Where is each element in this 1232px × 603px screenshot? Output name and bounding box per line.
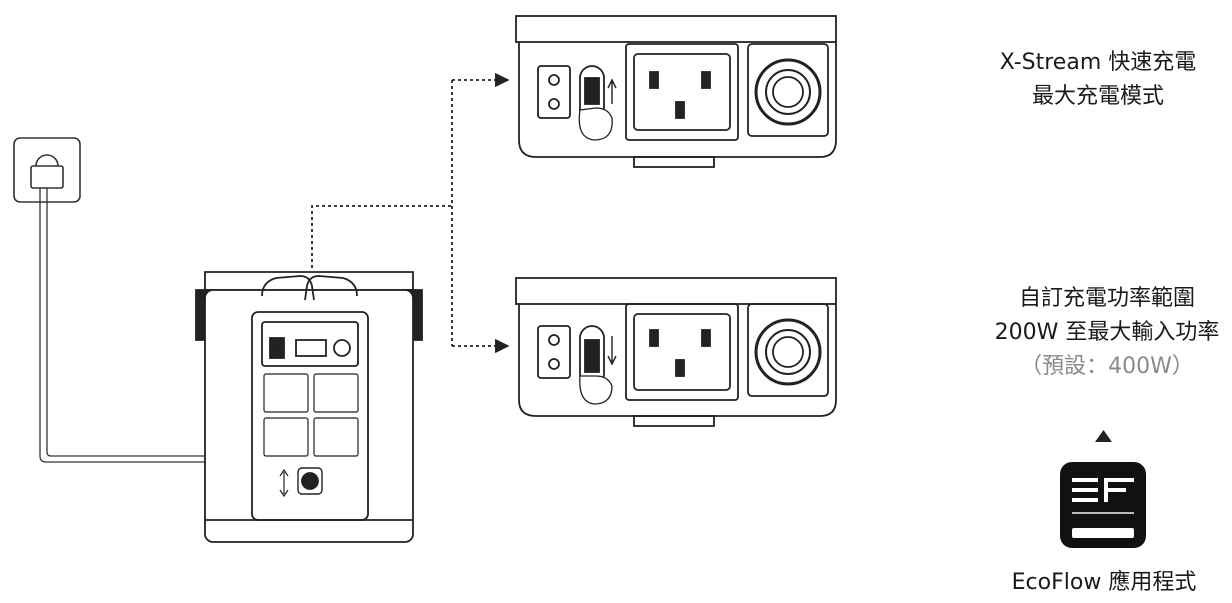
connector-lines [311,72,510,354]
mode-bottom-line3: （預設：400W） [1020,354,1194,379]
up-triangle-icon [1095,430,1112,442]
app-name-label: EcoFlow 應用程式 [1011,570,1197,595]
power-station [195,271,423,543]
input-panel-top [515,15,837,168]
mode-top-line2: 最大充電模式 [1031,84,1164,109]
mode-bottom-label: 自訂充電功率範圍 200W 至最大輸入功率 （預設：400W） [988,282,1226,384]
ecoflow-logo-icon [1060,462,1146,548]
power-cord [39,188,270,463]
mode-top-label: X-Stream 快速充電 最大充電模式 [978,46,1218,114]
mode-bottom-line2: 200W 至最大輸入功率 [994,320,1220,345]
mode-bottom-line1: 自訂充電功率範圍 [1018,286,1195,311]
mode-top-line1: X-Stream 快速充電 [999,50,1197,75]
input-panel-bottom [515,277,837,427]
